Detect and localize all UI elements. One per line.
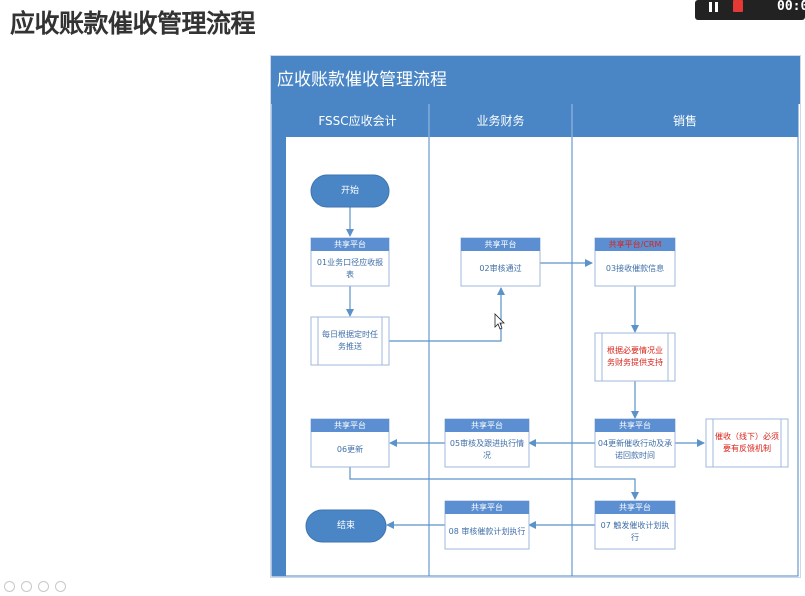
record-icon[interactable] xyxy=(733,0,743,12)
prev-slide-icon[interactable] xyxy=(4,581,15,592)
start-label: 开始 xyxy=(340,186,359,196)
page-heading: 应收账款催收管理流程 xyxy=(10,9,256,38)
node-03-label: 03接收催款信息 xyxy=(605,263,665,273)
node-08 xyxy=(444,500,530,550)
lane-header-fssc: FSSC应收会计 xyxy=(318,113,397,128)
lane-header-bar xyxy=(286,104,798,137)
node-offline xyxy=(705,418,789,468)
slide: 应收账款催收管理流程 FSSC应收会计 业务财务 销售 开始 结束 共享平台 0… xyxy=(270,55,801,578)
node-06-header: 共享平台 xyxy=(334,420,366,430)
node-04-label: 04更新催收行动及承诺回款时间 xyxy=(597,438,673,460)
node-04 xyxy=(594,418,676,468)
node-02 xyxy=(460,237,541,287)
pause-icon[interactable] xyxy=(709,2,718,12)
mouse-cursor-icon xyxy=(494,313,505,330)
node-02-header: 共享平台 xyxy=(484,239,517,249)
node-07-header: 共享平台 xyxy=(619,502,651,512)
end-label: 结束 xyxy=(336,521,355,531)
node-05 xyxy=(444,418,530,468)
node-daily xyxy=(310,316,390,366)
node-support-label: 根据必要情况业务财务提供支持 xyxy=(607,346,663,367)
pen-icon[interactable] xyxy=(21,581,32,592)
video-player-bar[interactable]: 00:0 xyxy=(695,0,805,20)
left-strip xyxy=(272,104,286,576)
node-03-header: 共享平台/CRM xyxy=(608,239,662,249)
flowchart-canvas xyxy=(271,103,799,577)
node-03 xyxy=(594,237,676,287)
node-07-label: 07 触发催收计划执行 xyxy=(600,520,670,542)
player-time: 00:0 xyxy=(777,0,805,14)
node-01-header: 共享平台 xyxy=(334,239,366,249)
start-node xyxy=(310,174,390,208)
node-06-label: 06更新 xyxy=(336,444,364,454)
slide-toolbar xyxy=(4,577,114,592)
slide-title: 应收账款催收管理流程 xyxy=(271,56,800,104)
node-daily-label: 每日根据定时任务推送 xyxy=(322,330,378,351)
node-04-header: 共享平台 xyxy=(619,420,651,430)
node-05-header: 共享平台 xyxy=(471,420,503,430)
edge-daily-to-02 xyxy=(389,287,505,342)
node-08-header: 共享平台 xyxy=(471,502,503,512)
node-offline-label: 催收（线下）必须要有反馈机制 xyxy=(715,432,779,453)
node-support xyxy=(594,332,676,382)
node-01 xyxy=(310,237,390,287)
lane-header-sales: 销售 xyxy=(672,113,697,128)
node-02-label: 02审核通过 xyxy=(479,263,522,273)
node-08-label: 08 审核催款计划执行 xyxy=(448,526,526,536)
node-01-label: 01业务口径应收报表 xyxy=(316,257,384,279)
edge-06-to-07 xyxy=(349,467,639,500)
node-05-label: 05审核及跟进执行情况 xyxy=(449,438,525,460)
node-06 xyxy=(310,418,390,468)
more-icon[interactable] xyxy=(55,581,66,592)
node-07 xyxy=(594,500,676,550)
zoom-icon[interactable] xyxy=(38,581,49,592)
lane-header-business-finance: 业务财务 xyxy=(476,113,525,128)
end-node xyxy=(305,509,387,543)
